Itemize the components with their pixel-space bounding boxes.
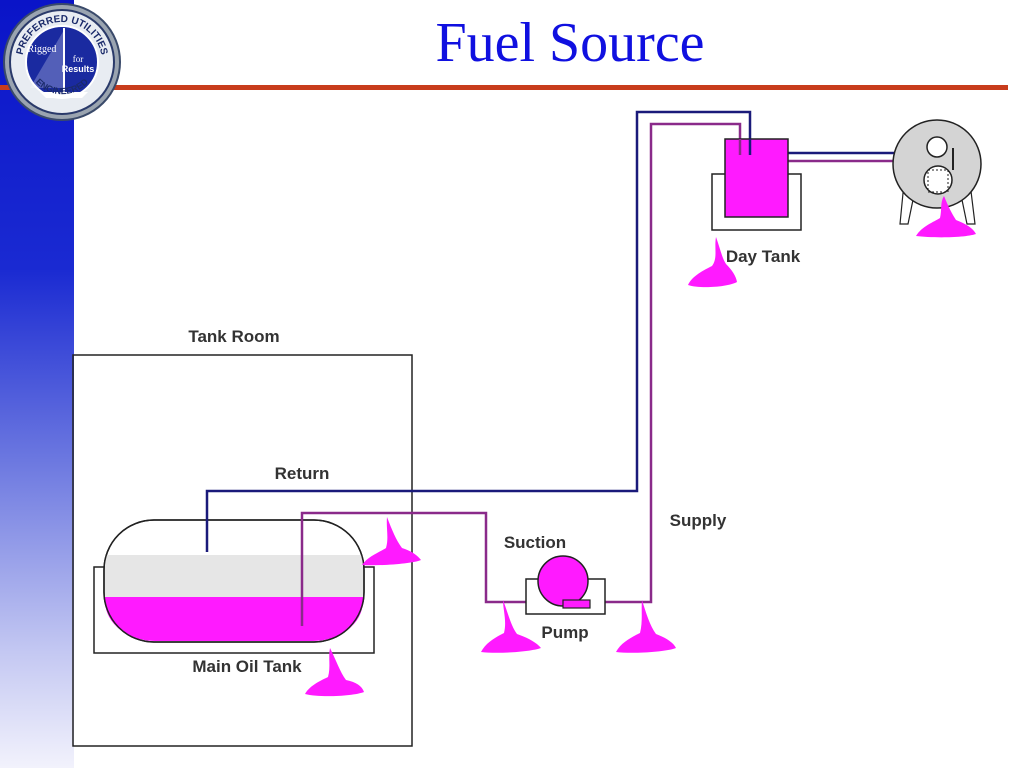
main-tank-fuel-level: [105, 597, 363, 642]
spill-mark-burner: [916, 196, 976, 238]
spill-mark-pump-right: [616, 600, 676, 653]
spill-mark-return: [362, 517, 421, 566]
page-title: Fuel Source: [435, 12, 705, 74]
logo-right-line2: Results: [62, 64, 95, 74]
fuel-spill-marks: [305, 196, 976, 697]
return-label: Return: [275, 464, 330, 483]
main-oil-tank-label: Main Oil Tank: [192, 657, 302, 676]
pump-label: Pump: [541, 623, 588, 642]
pump: [525, 555, 606, 615]
supply-label: Supply: [670, 511, 727, 530]
suction-label: Suction: [504, 533, 566, 552]
spill-mark-pump-left: [481, 600, 541, 653]
main-tank-vapor-space: [105, 555, 363, 597]
tank-room-box: [72, 354, 413, 747]
title-divider: [0, 85, 1008, 90]
spill-mark-main-tank: [305, 648, 364, 697]
company-logo: PREFERRED UTILITIES ENGINEERED Rigged fo…: [3, 3, 121, 121]
boiler-burner: [892, 119, 982, 225]
spill-mark-day-tank: [688, 237, 737, 288]
day-tank: [724, 138, 789, 218]
day-tank-label: Day Tank: [726, 247, 801, 266]
sidebar-gradient: [0, 0, 74, 768]
return-line: [205, 110, 752, 552]
tank-room-label: Tank Room: [188, 327, 279, 346]
logo-left-text: Rigged: [28, 44, 57, 55]
logo-right-line1: for: [73, 54, 84, 64]
